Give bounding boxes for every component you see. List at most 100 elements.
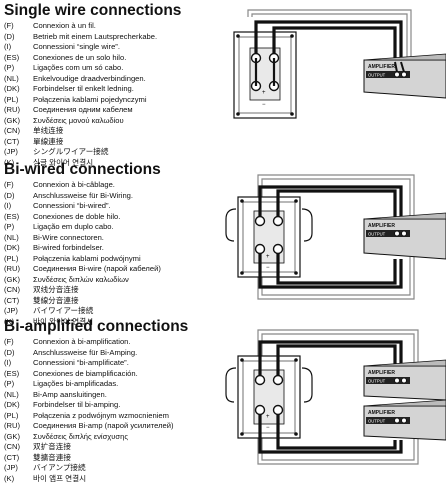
language-text: Conexiones de un solo hilo. [33,53,126,64]
amplifier-label: AMPLIFIER [368,64,395,70]
language-text: Forbindelser til enkelt ledning. [33,84,134,95]
section-title: Bi-wired connections [4,161,161,179]
language-code: (CN) [4,285,30,296]
amp-terminal-icon [402,418,407,423]
amp-terminal-icon [395,418,400,423]
binding-post-icon [274,376,283,385]
language-text: Connessioni “bi-wired”. [33,201,111,212]
language-text: Συνδέσεις διπλής ενίσχυσης [33,432,128,443]
language-text: バイアンプ接続 [33,463,86,474]
language-code: (ES) [4,369,30,380]
language-code: (RU) [4,264,30,275]
language-text: Connexion à un fil. [33,21,96,32]
binding-post-icon [256,376,265,385]
language-code: (I) [4,358,30,369]
language-code: (D) [4,32,30,43]
language-text: Connessioni “bi-amplificate”. [33,358,129,369]
language-code: (F) [4,180,30,191]
language-code: (RU) [4,105,30,116]
amp-terminal-icon [395,72,400,77]
language-text: 雙線分音連接 [33,296,79,307]
language-text: 双扩音连接 [33,442,71,453]
plus-label: + [266,414,270,420]
binding-post-icon [274,245,283,254]
language-code: (NL) [4,74,30,85]
language-code: (D) [4,348,30,359]
language-text: Anschlussweise für Bi-Amping. [33,348,137,359]
language-text: Соединения Bi-amp (парой усилителей) [33,421,174,432]
plus-label: + [262,90,266,96]
language-text: Anschlussweise für Bi-Wiring. [33,191,133,202]
language-code: (CT) [4,296,30,307]
language-code: (CN) [4,126,30,137]
output-label: OUTPUT [368,232,386,237]
language-text: Bi-Amp aansluitingen. [33,390,107,401]
language-code: (RU) [4,421,30,432]
minus-label: − [266,425,270,431]
screw-icon [294,358,298,362]
language-code: (PL) [4,411,30,422]
language-text: Połączenia kablami pojedynczymi [33,95,147,106]
amplifier-label: AMPLIFIER [368,223,395,229]
output-label: OUTPUT [368,73,386,78]
language-code: (NL) [4,390,30,401]
binding-post-icon [256,406,265,415]
language-text: バイワイアー接続 [33,306,93,317]
language-text: Ligações com um só cabo. [33,63,123,74]
screw-icon [290,112,294,116]
language-code: (DK) [4,400,30,411]
language-text: Betrieb mit einem Lautsprecherkabe. [33,32,157,43]
language-code: (CT) [4,453,30,464]
language-text: Ligações bi-amplificadas. [33,379,118,390]
language-code: (K) [4,474,30,484]
language-code: (NL) [4,233,30,244]
screw-icon [294,199,298,203]
language-text: 바이 앰프 연결시 [33,474,86,484]
plus-label: + [266,254,270,260]
language-text: Conexiones de doble hilo. [33,212,120,223]
language-code: (P) [4,222,30,233]
language-text: Enkelvoudige draadverbindingen. [33,74,146,85]
language-code: (I) [4,42,30,53]
screw-icon [236,112,240,116]
language-text: Connessioni “single wire”. [33,42,120,53]
language-code: (GK) [4,116,30,127]
amp-terminal-icon [395,231,400,236]
language-code: (CN) [4,442,30,453]
language-text: Bi-Wire connectoren. [33,233,104,244]
binding-post-icon [274,406,283,415]
language-text: Соединения Bi-wire (парой кабелей) [33,264,161,275]
language-text: 單線連接 [33,137,63,148]
amp-terminal-icon [402,378,407,383]
language-code: (I) [4,201,30,212]
language-code: (DK) [4,84,30,95]
language-code: (JP) [4,147,30,158]
language-code: (D) [4,191,30,202]
language-code: (DK) [4,243,30,254]
language-code: (F) [4,337,30,348]
output-label: OUTPUT [368,419,386,424]
language-code: (GK) [4,432,30,443]
screw-icon [240,432,244,436]
language-text: 雙擴音連接 [33,453,71,464]
amp-terminal-icon [402,231,407,236]
binding-post-icon [274,217,283,226]
section-title: Bi-amplified connections [4,318,188,336]
language-code: (PL) [4,95,30,106]
language-text: Conexiones de biamplificación. [33,369,138,380]
minus-label: − [262,102,266,108]
binding-post-icon [256,245,265,254]
language-text: Connexion à bi-amplification. [33,337,131,348]
language-code: (F) [4,21,30,32]
amp-terminal-icon [395,378,400,383]
language-text: 双线分音连接 [33,285,79,296]
language-text: 单线连接 [33,126,63,137]
language-code: (ES) [4,212,30,223]
language-text: シングルワイアー接続 [33,147,108,158]
language-text: Συνδέσεις μονού καλωδίου [33,116,124,127]
language-text: Połączenia z podwójnym wzmocnieniem [33,411,169,422]
screw-icon [294,432,298,436]
screw-icon [240,199,244,203]
minus-label: − [266,265,270,271]
section-single-wire: Single wire connections (F)Connexion à u… [0,2,446,157]
